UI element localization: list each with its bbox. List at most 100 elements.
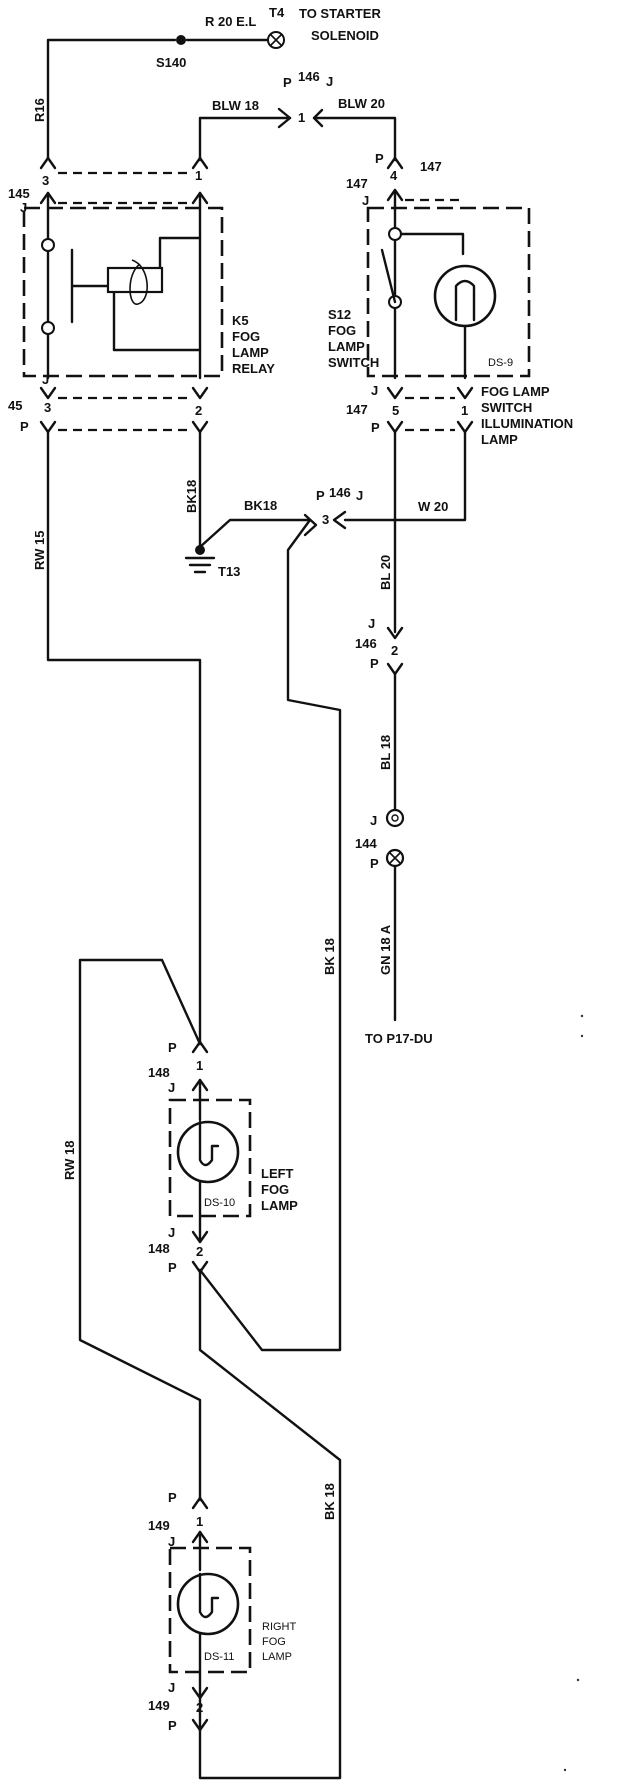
wire-label-rw18: RW 18 — [62, 1141, 77, 1181]
ds9-desc-4: LAMP — [481, 432, 518, 447]
conn-147-bottom: 147 — [346, 402, 368, 417]
ds10-p-bottom: P — [168, 1260, 177, 1275]
k5-relay: 3 1 145 J K5 FOG LAMP RELAY J 45 3 2 P — [8, 156, 275, 434]
ds10-desc-2: FOG — [261, 1182, 289, 1197]
wire-label-r20el: R 20 E.L — [205, 14, 256, 29]
ds10-p-top: P — [168, 1040, 177, 1055]
conn-146-pin3-num: 3 — [322, 512, 329, 527]
relay-p-bottom: P — [20, 419, 29, 434]
wire-label-bl18: BL 18 — [378, 735, 393, 770]
conn-146-lower-j: J — [368, 616, 375, 631]
wire-label-w20: W 20 — [418, 499, 448, 514]
s140-label: S140 — [156, 55, 186, 70]
conn-45-label: 45 — [8, 398, 22, 413]
conn-146-num-top: 146 — [298, 69, 320, 84]
conn-149-bottom: 149 — [148, 1698, 170, 1713]
ds10-j-top: J — [168, 1080, 175, 1095]
s12-label-3: LAMP — [328, 339, 365, 354]
ground-t13: BK18 BK18 T13 — [184, 430, 312, 579]
relay-j-bottom: J — [42, 372, 49, 387]
relay-pin2-bottom: 2 — [195, 403, 202, 418]
s12-label-4: SWITCH — [328, 355, 379, 370]
wire-label-bk18-mid: BK 18 — [322, 938, 337, 975]
conn-144-label: 144 — [355, 836, 377, 851]
conn-146-pin3-j: J — [356, 488, 363, 503]
conn-146-pin1: 1 — [298, 110, 305, 125]
conn-147-top-left: 147 — [346, 176, 368, 191]
ds11-p-bottom: P — [168, 1718, 177, 1733]
wire-label-rw15: RW 15 — [32, 531, 47, 571]
switch-p-bottom: P — [371, 420, 380, 435]
relay-pin1-top: 1 — [195, 168, 202, 183]
ds10-pin1: 1 — [196, 1058, 203, 1073]
relay-pin3-top: 3 — [42, 173, 49, 188]
ds10-desc-3: LAMP — [261, 1198, 298, 1213]
ds11-id: DS-11 — [204, 1651, 234, 1663]
ds9-desc-2: SWITCH — [481, 400, 532, 415]
switch-pin4: 4 — [390, 168, 398, 183]
conn-145-label: 145 — [8, 186, 30, 201]
ds10-lamp-icon — [176, 1120, 240, 1184]
conn-146-num-mid: 146 — [329, 485, 351, 500]
s12-switch: P 4 147 147 J S12 FOG LAMP SWITCH DS-9 J… — [328, 151, 573, 447]
k5-label-4: RELAY — [232, 361, 275, 376]
wire-label-gn18a: GN 18 A — [378, 924, 393, 975]
to-p17-label: TO P17-DU — [365, 1031, 433, 1046]
relay-pin3-bottom: 3 — [44, 400, 51, 415]
t4-label: T4 — [269, 5, 285, 20]
t4-desc-1: TO STARTER — [299, 6, 381, 21]
ds11-desc-2: FOG — [262, 1636, 286, 1648]
conn-144-j: J — [370, 813, 377, 828]
k5-label-2: FOG — [232, 329, 260, 344]
conn-144-p: P — [370, 856, 379, 871]
ds11-desc-1: RIGHT — [262, 1621, 297, 1633]
blw-wire: BLW 18 BLW 20 P 146 J 1 — [198, 69, 397, 162]
s12-label-2: FOG — [328, 323, 356, 338]
ds11-lamp-icon — [176, 1572, 240, 1636]
wire-label-bl20: BL 20 — [378, 555, 393, 590]
conn-146-lower-p: P — [370, 656, 379, 671]
conn-148-top: 148 — [148, 1065, 170, 1080]
conn-147-top-right: 147 — [420, 159, 442, 174]
s12-label: S12 — [328, 307, 351, 322]
conn-146-pin2: 2 — [391, 643, 398, 658]
conn-145-j: J — [20, 200, 27, 215]
wire-label-bk18-ground: BK18 — [244, 498, 277, 513]
ds11-pin1: 1 — [196, 1514, 203, 1529]
ds11-pin2: 2 — [196, 1700, 203, 1715]
ds9-desc-1: FOG LAMP — [481, 384, 550, 399]
conn-146-j: J — [326, 74, 333, 89]
switch-pin5: 5 — [392, 403, 399, 418]
wire-label-blw20: BLW 20 — [338, 96, 385, 111]
ds10-j-bottom: J — [168, 1225, 175, 1240]
scan-specks — [563, 1014, 584, 1772]
ds11-right-fog-lamp: P 1 149 J DS-11 RIGHT FOG LAMP J 149 2 P — [148, 1490, 297, 1733]
ds9-desc-3: ILLUMINATION — [481, 416, 573, 431]
ds11-p-top: P — [168, 1490, 177, 1505]
ds10-left-fog-lamp: P 1 148 J DS-10 LEFT FOG LAMP J 148 2 P — [148, 1040, 298, 1275]
t4-desc-2: SOLENOID — [311, 28, 379, 43]
ds9-lamp-icon — [433, 264, 497, 328]
k5-label: K5 — [232, 313, 249, 328]
ds10-id: DS-10 — [204, 1197, 235, 1209]
conn-148-bottom: 148 — [148, 1241, 170, 1256]
wire-label-blw18: BLW 18 — [212, 98, 259, 113]
conn-147-p-top: P — [375, 151, 384, 166]
k5-label-3: LAMP — [232, 345, 269, 360]
conn-146-pin3: P 146 J 3 W 20 — [303, 430, 467, 537]
ds11-j-top: J — [168, 1534, 175, 1549]
bk-wire: BK 18 BK 18 — [198, 518, 342, 1780]
wire-label-bk18-relay: BK18 — [184, 480, 199, 513]
ds10-desc-1: LEFT — [261, 1166, 294, 1181]
switch-j-bottom: J — [371, 383, 378, 398]
bl-wire: BL 20 J 146 2 P BL 18 J 144 P GN 18 A TO… — [355, 430, 433, 1046]
conn-146-num-low: 146 — [355, 636, 377, 651]
switch-pin1: 1 — [461, 403, 468, 418]
t13-label: T13 — [218, 564, 240, 579]
wire-label-bk18-low: BK 18 — [322, 1483, 337, 1520]
conn-146-p: P — [283, 75, 292, 90]
starter-feed: R 20 E.L T4 TO STARTER SOLENOID S140 R16 — [32, 5, 381, 160]
ds11-desc-3: LAMP — [262, 1651, 292, 1663]
conn-146-pin3-p: P — [316, 488, 325, 503]
